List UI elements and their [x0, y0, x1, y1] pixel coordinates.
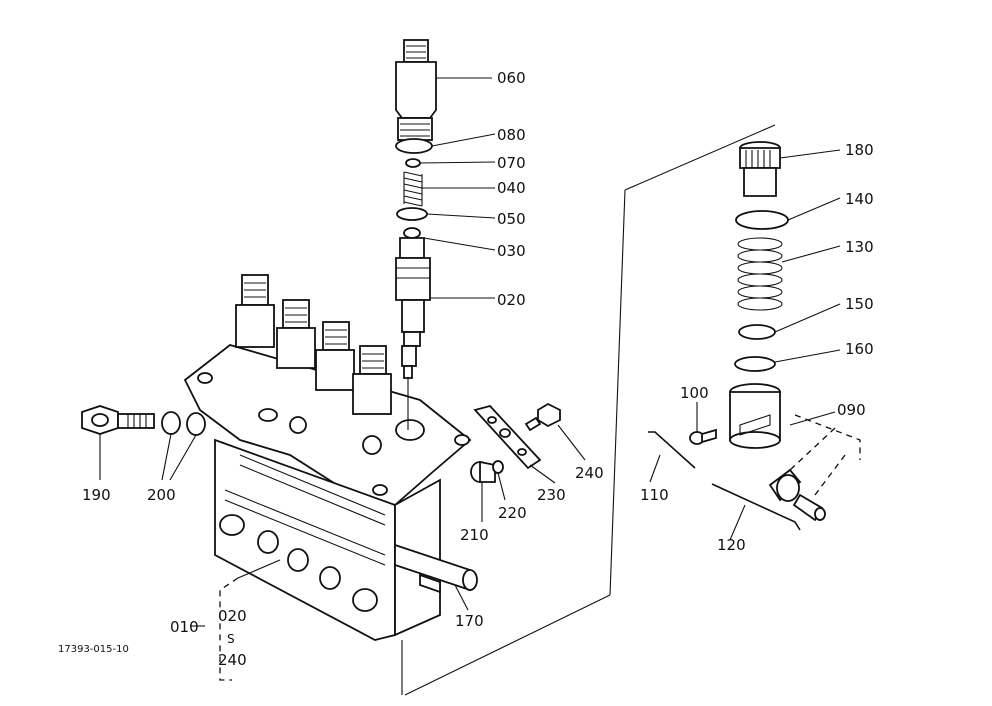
leader-lines [99, 77, 841, 627]
label-030: 030 [497, 242, 526, 260]
label-010: 010 [170, 618, 199, 636]
gasket-070 [405, 158, 421, 168]
label-220: 220 [498, 504, 527, 522]
collar-210 [470, 460, 496, 483]
delivery-valve-030 [399, 227, 425, 259]
label-range-sep: S [227, 632, 235, 646]
label-150: 150 [845, 295, 874, 313]
roller-guide-090 [729, 383, 781, 449]
pump-body [183, 344, 478, 641]
gasket-200b [186, 412, 206, 436]
delivery-valve-holders [235, 274, 392, 415]
label-040: 040 [497, 179, 526, 197]
label-170: 170 [455, 612, 484, 630]
pin-120 [711, 483, 801, 531]
washer-220 [492, 460, 504, 474]
drawing-id: 17393-015-10 [58, 644, 129, 655]
delivery-valve-holder-060 [395, 39, 437, 141]
label-080: 080 [497, 126, 526, 144]
label-100: 100 [680, 384, 709, 402]
roller-pin [792, 493, 826, 522]
pin-110 [648, 431, 696, 469]
shim-160 [734, 356, 776, 372]
frame-line [401, 124, 776, 696]
label-120: 120 [717, 536, 746, 554]
label-210: 210 [460, 526, 489, 544]
group-bracket-090 [794, 414, 861, 460]
dash-connector [789, 427, 846, 496]
bolt-240 [524, 402, 561, 432]
label-range-from: 020 [218, 607, 247, 625]
label-090: 090 [837, 401, 866, 419]
label-range-to: 240 [218, 651, 247, 669]
label-070: 070 [497, 154, 526, 172]
tappet-180 [739, 141, 781, 197]
spring-130 [737, 237, 783, 311]
gasket-200a [161, 411, 181, 435]
label-230: 230 [537, 486, 566, 504]
washer-150 [738, 324, 776, 340]
label-020: 020 [497, 291, 526, 309]
label-060: 060 [497, 69, 526, 87]
screw-100 [689, 428, 717, 445]
label-240: 240 [575, 464, 604, 482]
banjo-bolt-190 [81, 405, 155, 435]
group-bracket-010 [219, 577, 239, 681]
label-200: 200 [147, 486, 176, 504]
plate-230 [473, 404, 542, 470]
roller [768, 468, 802, 502]
washer-050 [396, 207, 428, 221]
o-ring-080 [395, 138, 433, 154]
part-labels: 060 080 070 040 050 030 020 180 140 130 … [58, 69, 874, 669]
label-110: 110 [640, 486, 669, 504]
plunger-020 [395, 257, 431, 379]
label-130: 130 [845, 238, 874, 256]
label-180: 180 [845, 141, 874, 159]
seat-140 [735, 210, 789, 230]
spring-040 [403, 171, 423, 207]
label-190: 190 [82, 486, 111, 504]
label-160: 160 [845, 340, 874, 358]
label-050: 050 [497, 210, 526, 228]
label-140: 140 [845, 190, 874, 208]
